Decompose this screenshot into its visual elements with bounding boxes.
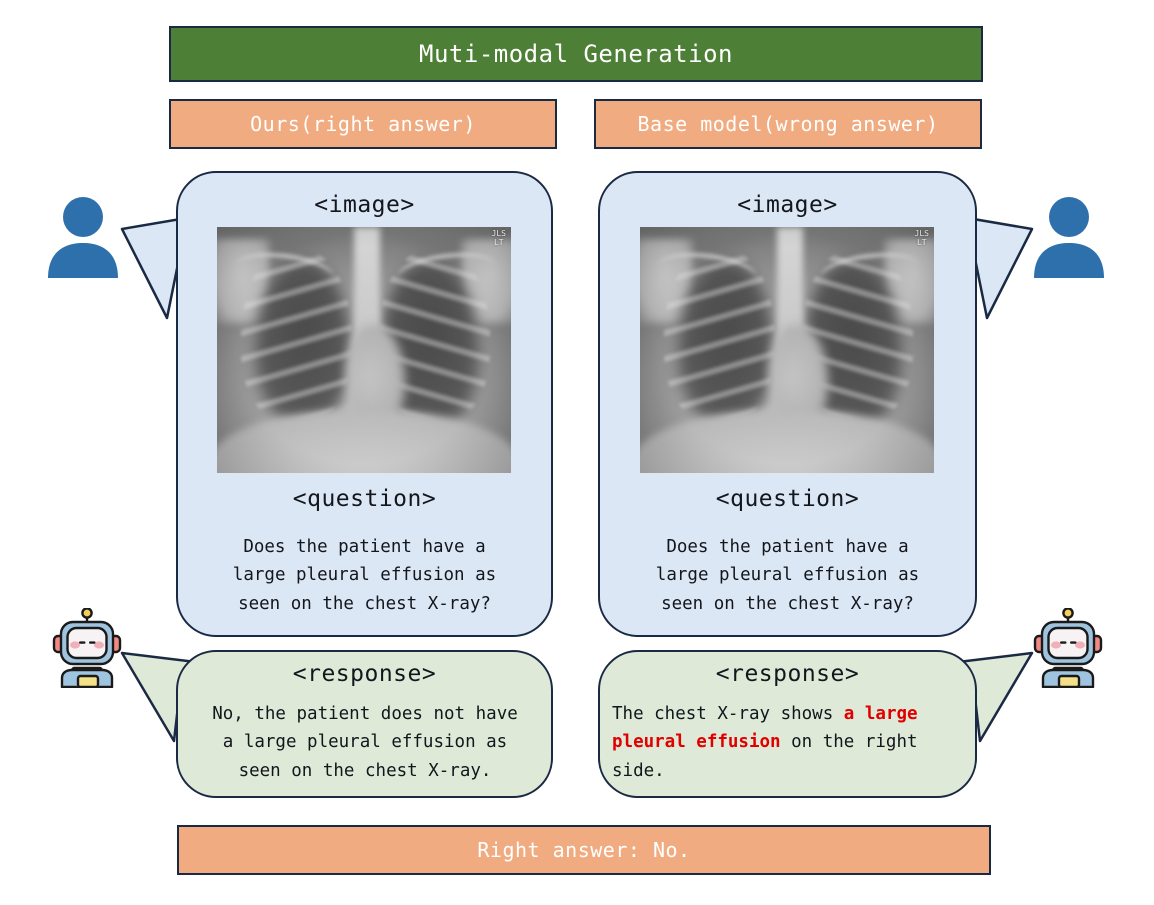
response-tag-ours: <response> [292, 661, 437, 687]
image-tag-ours: <image> [314, 192, 415, 218]
column-label-base-model: Base model(wrong answer) [594, 99, 982, 149]
response-text-base-model: The chest X-ray shows a large pleural ef… [612, 700, 964, 785]
chest-xray-image-ours: JLS LT [217, 227, 511, 473]
column-label-ours: Ours(right answer) [169, 99, 557, 149]
xray-ribs-left [240, 251, 353, 419]
response-text-error-highlight: a large pleural effusion [612, 704, 918, 753]
response-text-ours: No, the patient does not have a large pl… [212, 704, 518, 781]
xray-side-marker: JLS LT [915, 229, 929, 247]
xray-marker-line2: LT [916, 238, 927, 248]
figure-title-text: Muti-modal Generation [419, 40, 733, 68]
robot-avatar-icon [1033, 608, 1103, 688]
person-avatar-icon [48, 197, 118, 278]
person-avatar-icon [1034, 197, 1104, 278]
question-tag-base-model: <question> [715, 486, 860, 512]
response-tag-base-model: <response> [715, 661, 860, 687]
xray-ribs-left [663, 251, 776, 419]
response-bubble-ours [176, 650, 553, 798]
right-answer-text: Right answer: No. [477, 838, 691, 862]
xray-vignette [217, 227, 511, 473]
xray-lung-field-left [255, 261, 353, 424]
question-text-ours: Does the patient have a large pleural ef… [232, 537, 497, 614]
right-answer-bar: Right answer: No. [177, 825, 991, 875]
figure-title-bar: Muti-modal Generation [169, 26, 983, 82]
response-text-plain-prefix: The chest X-ray shows [612, 704, 844, 724]
image-tag-base-model: <image> [737, 192, 838, 218]
column-label-base-model-text: Base model(wrong answer) [637, 112, 939, 136]
robot-avatar-icon [52, 608, 122, 688]
xray-side-marker: JLS LT [492, 229, 506, 247]
xray-marker-line1: JLS [491, 229, 506, 238]
xray-marker-line2: LT [493, 238, 504, 248]
column-label-ours-text: Ours(right answer) [250, 112, 476, 136]
xray-vignette [640, 227, 934, 473]
question-text-base-model: Does the patient have a large pleural ef… [655, 537, 920, 614]
question-tag-ours: <question> [292, 486, 437, 512]
chest-xray-image-base-model: JLS LT [640, 227, 934, 473]
response-text-plain-suffix: on the right side. [612, 732, 918, 781]
response-bubble-base-model [598, 650, 977, 798]
xray-marker-line1: JLS [914, 229, 929, 238]
xray-lung-field-left [678, 261, 776, 424]
